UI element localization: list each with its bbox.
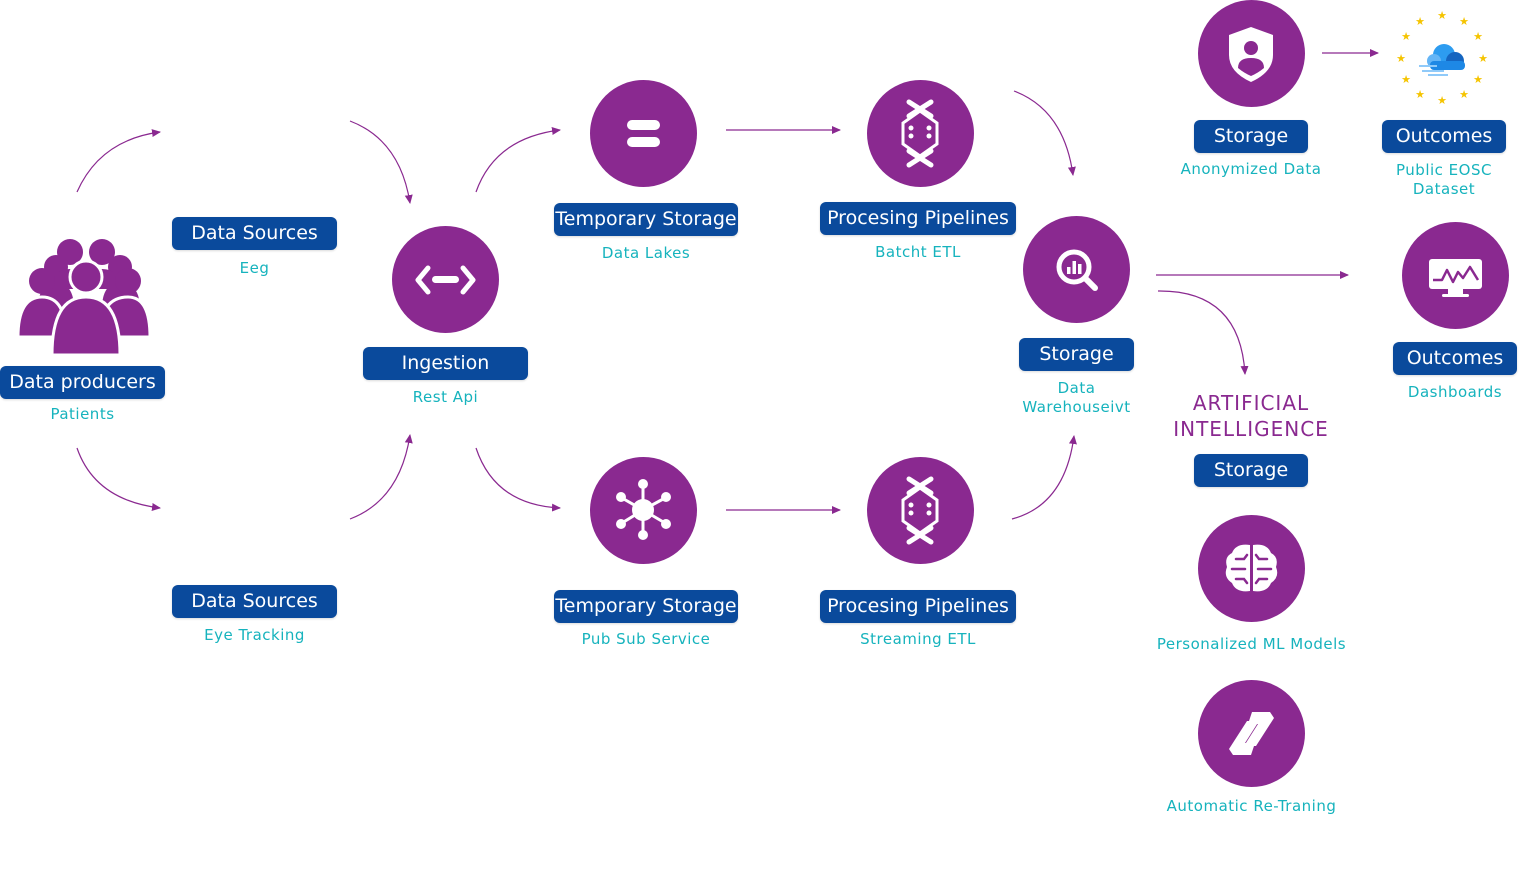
api-brackets-icon — [415, 265, 476, 295]
retraining-caption: Automatic Re-Traning — [1166, 797, 1337, 815]
dataflow-icon — [901, 476, 939, 545]
dashboards-node — [1402, 222, 1509, 329]
pipe-batch-caption: Batcht ETL — [875, 243, 961, 261]
ai-storage-label: Storage — [1194, 454, 1308, 487]
svg-text:★: ★ — [1415, 15, 1425, 28]
svg-text:★: ★ — [1437, 9, 1447, 22]
equals-icon — [627, 120, 660, 147]
brain-icon — [1225, 544, 1278, 592]
svg-text:★: ★ — [1459, 15, 1469, 28]
warehouse-caption-line1: Data — [1057, 379, 1096, 397]
dashboards-caption: Dashboards — [1407, 383, 1503, 401]
dataflow-icon — [901, 99, 939, 168]
analytics-search-icon — [1056, 249, 1098, 291]
anonymized-caption: Anonymized Data — [1180, 160, 1322, 178]
svg-text:★: ★ — [1437, 94, 1447, 107]
anonymized-node — [1198, 0, 1305, 107]
monitor-chart-icon — [1429, 259, 1482, 297]
temp-pubsub-label: Temporary Storage — [554, 590, 738, 623]
arrow-eye-to-ingestion — [349, 434, 413, 520]
sources-eeg-label: Data Sources — [172, 217, 337, 250]
svg-text:★: ★ — [1473, 30, 1483, 43]
sources-eye-label: Data Sources — [172, 585, 337, 618]
svg-text:★: ★ — [1459, 88, 1469, 101]
pipe-stream-node — [867, 457, 974, 564]
pipe-batch-label: Procesing Pipelines — [820, 202, 1016, 235]
people-group-icon — [16, 237, 150, 355]
arrow-warehouse-to-ai — [1157, 290, 1249, 375]
svg-text:★: ★ — [1396, 52, 1406, 65]
arrow-producers-to-eye — [76, 447, 161, 511]
temp-lakes-label: Temporary Storage — [554, 203, 738, 236]
ml-models-caption: Personalized ML Models — [1156, 635, 1347, 653]
temp-pubsub-caption: Pub Sub Service — [581, 630, 711, 648]
producers-label: Data producers — [0, 366, 165, 399]
pipe-batch-node — [867, 80, 974, 187]
pipe-stream-caption: Streaming ETL — [860, 630, 976, 648]
shield-user-icon — [1229, 27, 1273, 82]
hub-network-icon — [616, 479, 671, 540]
ingestion-caption: Rest Api — [412, 388, 479, 406]
eu-stars-cloud-icon: ★ ★ ★ ★ ★ ★ ★ ★ ★ ★ ★ ★ — [1392, 8, 1492, 108]
arrow-eeg-to-ingestion — [349, 120, 413, 204]
anonymized-label: Storage — [1194, 120, 1308, 153]
dashboards-label: Outcomes — [1393, 342, 1517, 375]
pipe-stream-label: Procesing Pipelines — [820, 590, 1016, 623]
eosc-label: Outcomes — [1382, 120, 1506, 153]
arrow-batch-to-warehouse — [1013, 90, 1076, 176]
svg-text:★: ★ — [1473, 73, 1483, 86]
eosc-caption-line1: Public EOSC — [1396, 161, 1492, 179]
ingestion-label: Ingestion — [363, 347, 528, 380]
svg-text:★: ★ — [1415, 88, 1425, 101]
ai-title-line2: INTELLIGENCE — [1173, 417, 1329, 441]
warehouse-node — [1023, 216, 1130, 323]
eosc-caption-line2: Dataset — [1412, 180, 1476, 198]
svg-text:★: ★ — [1478, 52, 1488, 65]
producers-caption: Patients — [50, 405, 115, 423]
temp-lakes-node — [590, 80, 697, 187]
arrow-stream-to-warehouse — [1011, 435, 1077, 520]
temp-pubsub-node — [590, 457, 697, 564]
svg-text:★: ★ — [1401, 73, 1411, 86]
arrow-producers-to-eeg — [76, 129, 161, 193]
svg-text:★: ★ — [1401, 30, 1411, 43]
warehouse-caption-line2: Warehouseivt — [1022, 398, 1131, 416]
ml-models-node — [1198, 515, 1305, 622]
arrow-ingestion-to-lakes — [475, 127, 561, 193]
temp-lakes-caption: Data Lakes — [601, 244, 691, 262]
ingestion-node — [392, 226, 499, 333]
warehouse-label: Storage — [1019, 338, 1134, 371]
ai-title-line1: ARTIFICIAL — [1192, 391, 1310, 415]
retrain-icon — [1229, 712, 1274, 755]
arrow-ingestion-to-pubsub — [475, 447, 561, 512]
sources-eye-caption: Eye Tracking — [204, 626, 305, 644]
sources-eeg-caption: Eeg — [239, 259, 270, 277]
retraining-node — [1198, 680, 1305, 787]
